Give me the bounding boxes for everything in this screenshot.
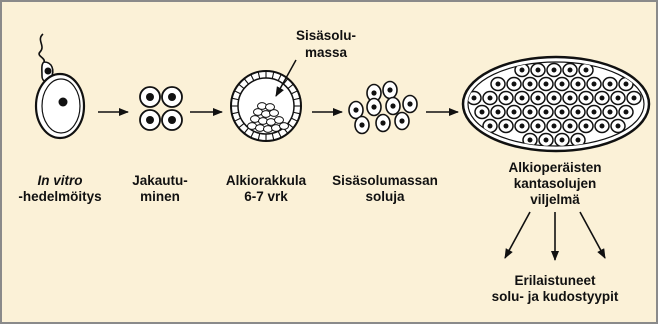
division-label-line2: minen — [140, 189, 180, 204]
blastocyst-label-line2: 6-7 vrk — [244, 189, 288, 204]
sperm-cell-icon — [39, 34, 53, 82]
egg-cell-icon — [36, 74, 84, 138]
arrow-diff-left — [505, 212, 530, 258]
icm-cells-label-line2: soluja — [365, 189, 405, 204]
icm-cells-label-line1: Sisäsolumassan — [332, 173, 438, 188]
blastocyst-label-line1: Alkiorakkula — [226, 173, 307, 188]
icm-callout-line2: massa — [305, 45, 348, 60]
differentiated-label-line2: solu- ja kudostyypit — [492, 289, 619, 304]
division-label-line1: Jakautu- — [132, 173, 188, 188]
blastocyst-icon — [231, 71, 301, 141]
arrow-diff-right — [580, 212, 605, 258]
culture-dish-icon — [463, 57, 649, 151]
culture-label-line2: kantasolujen — [514, 176, 597, 191]
inner-cell-mass-cells-icon — [349, 82, 417, 134]
culture-label-line1: Alkioperäisten — [508, 160, 601, 175]
ivf-label-line1: In vitro — [37, 173, 82, 188]
ivf-label-line2: -hedelmöitys — [18, 189, 101, 204]
differentiated-label-line1: Erilaistuneet — [514, 273, 596, 288]
four-cell-embryo-icon — [140, 87, 182, 130]
icm-callout-line1: Sisäsolu- — [296, 28, 356, 43]
culture-label-line3: viljelmä — [530, 192, 580, 207]
